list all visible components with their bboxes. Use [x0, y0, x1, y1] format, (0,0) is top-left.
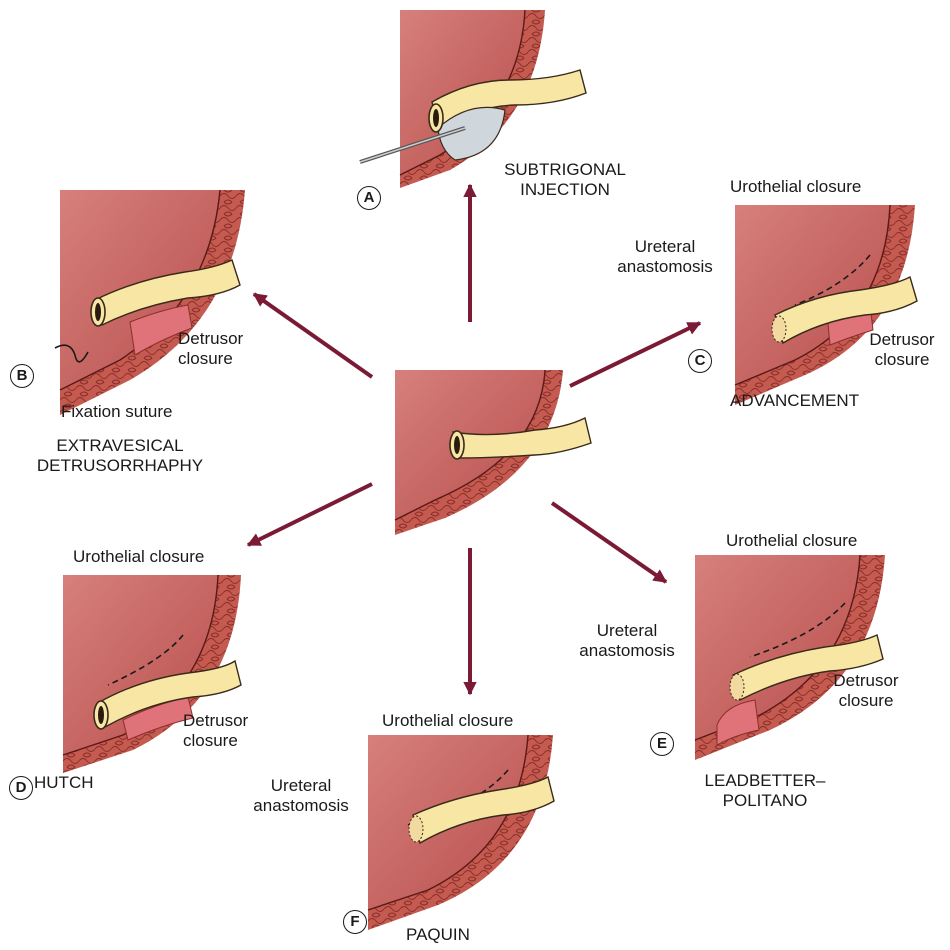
panel-e-detrusor-label: Detrusor closure: [826, 671, 906, 711]
panel-e-technique-line1: LEADBETTER–: [704, 771, 826, 790]
panel-e-urothelial-label: Urothelial closure: [726, 531, 858, 550]
ureter-d: [97, 659, 242, 729]
panel-e: [694, 554, 885, 760]
panel-b-technique: EXTRAVESICAL DETRUSORRHAPHY: [20, 436, 220, 476]
panel-f-ureteral-line2: anastomosis: [253, 796, 349, 815]
panel-d-badge: D: [9, 776, 33, 800]
detrusor-patch-d: [122, 696, 194, 741]
panel-f: [367, 734, 555, 930]
panel-b: [54, 189, 245, 415]
ureter-b: [94, 259, 241, 327]
ureter-c: [774, 275, 918, 345]
panel-a-badge: A: [357, 186, 381, 210]
panel-a-technique-line2: INJECTION: [520, 180, 610, 199]
panel-d-detrusor-label: Detrusor closure: [183, 711, 248, 751]
panel-c-technique: ADVANCEMENT: [730, 391, 860, 410]
arrow-to-e: [550, 501, 668, 584]
panel-a-technique: SUBTRIGONAL INJECTION: [490, 160, 640, 200]
panel-f-ureteral-label: Ureteral anastomosis: [246, 776, 356, 816]
panel-b-detrusor-line2: closure: [178, 349, 233, 368]
ureter-f: [412, 775, 555, 845]
panel-d: [62, 574, 242, 773]
detrusor-patch-e: [716, 699, 760, 746]
panel-e-ureteral-line2: anastomosis: [579, 641, 675, 660]
panel-center: [394, 369, 592, 535]
panel-d-detrusor-line2: closure: [183, 731, 238, 750]
detrusor-patch-b: [129, 304, 193, 356]
panel-b-badge: B: [10, 364, 34, 388]
panel-e-technique-line2: POLITANO: [722, 791, 808, 810]
panel-e-ureteral-label: Ureteral anastomosis: [572, 621, 682, 661]
ureter-center: [452, 416, 592, 459]
panel-d-detrusor-line1: Detrusor: [183, 711, 249, 730]
panel-a: [359, 9, 587, 188]
bladder-wall-b: [60, 190, 245, 415]
panel-a-technique-line1: SUBTRIGONAL: [504, 160, 626, 179]
bulking-cushion: [437, 106, 506, 161]
panel-b-technique-line2: DETRUSORRHAPHY: [36, 456, 204, 475]
panel-f-technique: PAQUIN: [406, 925, 470, 944]
panel-f-badge: F: [343, 910, 367, 934]
arrow-to-b: [252, 292, 374, 379]
panel-b-detrusor-line1: Detrusor: [178, 329, 244, 348]
bladder-c: [735, 205, 890, 385]
panel-c-badge: C: [688, 349, 712, 373]
panel-e-detrusor-line2: closure: [838, 691, 894, 710]
panel-c-ureteral-line2: anastomosis: [617, 257, 713, 276]
panel-c: [734, 204, 918, 405]
panel-d-technique: HUTCH: [34, 773, 94, 792]
panel-d-urothelial-label: Urothelial closure: [73, 547, 205, 566]
panel-b-technique-line1: EXTRAVESICAL: [56, 436, 184, 455]
panel-c-detrusor-label: Detrusor closure: [862, 330, 942, 370]
panel-b-fixation-label: Fixation suture: [61, 402, 173, 421]
bladder-wall-f: [368, 735, 553, 930]
panel-f-ureteral-line1: Ureteral: [270, 776, 332, 795]
panel-e-ureteral-line1: Ureteral: [596, 621, 658, 640]
ureter-e: [732, 634, 884, 702]
panel-f-urothelial-label: Urothelial closure: [382, 711, 514, 730]
panel-c-ureteral-label: Ureteral anastomosis: [610, 237, 720, 277]
panel-b-detrusor-label: Detrusor closure: [178, 329, 243, 369]
panel-c-ureteral-line1: Ureteral: [634, 237, 696, 256]
panel-e-technique: LEADBETTER– POLITANO: [690, 771, 840, 811]
arrow-to-d: [246, 482, 373, 547]
panel-e-detrusor-line1: Detrusor: [833, 671, 899, 690]
fixation-suture: [54, 344, 89, 363]
panel-e-badge: E: [650, 732, 674, 756]
arrow-to-c: [569, 321, 702, 388]
arrows: [246, 183, 702, 696]
panel-c-detrusor-line2: closure: [874, 350, 930, 369]
panel-c-detrusor-line1: Detrusor: [869, 330, 935, 349]
panel-c-urothelial-label: Urothelial closure: [730, 177, 862, 196]
